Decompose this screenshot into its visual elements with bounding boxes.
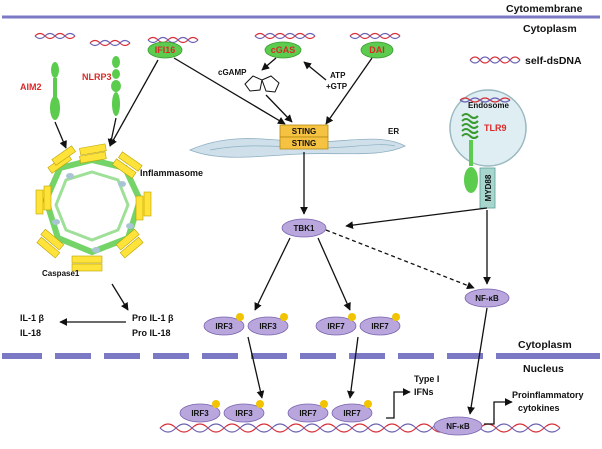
myd88-label: MYD88 <box>484 174 493 201</box>
dai-label: DAI <box>369 45 385 55</box>
arrow-cgas-to-cgamp <box>261 57 277 71</box>
tlr9-label: TLR9 <box>484 123 507 133</box>
pro-il1b-label: Pro IL-1 β <box>132 313 174 323</box>
nfkb-label-cytoplasm: NF-κB <box>475 294 499 303</box>
irf3-dimer-cytoplasm <box>203 313 289 336</box>
sting-dimer <box>279 124 329 150</box>
dai-node <box>360 41 394 59</box>
arrow-tbk1-to-irf7 <box>317 237 351 311</box>
arrow-nfkb-to-nucleus <box>467 307 488 415</box>
nlrp3-receptor <box>111 56 121 116</box>
arrow-ifi16-to-sting <box>173 57 286 125</box>
type1-ifns-label-line1: Type I <box>414 374 439 384</box>
cgas-node <box>264 41 302 59</box>
inflammasome-complex <box>35 143 152 272</box>
irf3-label-c1: IRF3 <box>215 322 233 331</box>
legend-dsdna-icon <box>469 56 521 64</box>
type1-ifns-label-line2: IFNs <box>414 387 434 397</box>
cytoplasm-label-top: Cytoplasm <box>523 23 577 35</box>
dai-dsdna <box>349 32 401 40</box>
arrow-irf3-to-nucleus <box>247 336 265 399</box>
irf7-label-c1: IRF7 <box>327 322 345 331</box>
nfkb-node-nucleus <box>433 416 483 436</box>
tlr9-receptor <box>461 113 479 193</box>
er-label: ER <box>388 127 399 136</box>
aim2-dsdna <box>34 32 76 40</box>
nuclear-membrane <box>2 353 600 359</box>
nlrp3-label: NLRP3 <box>82 72 112 82</box>
arrow-transcription-ifns <box>386 388 411 419</box>
cgamp-label: cGAMP <box>218 68 247 77</box>
cgas-dsdna <box>254 32 316 40</box>
arrow-inflammasome-to-pro-il <box>111 283 129 311</box>
irf3-label-c2: IRF3 <box>259 322 277 331</box>
tbk1-node <box>281 218 327 238</box>
proinflammatory-label-line1: Proinflammatory <box>512 390 584 400</box>
irf7-label-n1: IRF7 <box>299 409 317 418</box>
proinflammatory-label-line2: cytokines <box>518 403 560 413</box>
nfkb-label-nucleus: NF-κB <box>446 422 470 431</box>
sting-label-top: STING <box>292 127 316 136</box>
nucleus-label: Nucleus <box>523 363 564 375</box>
irf7-dimer-cytoplasm <box>315 313 401 336</box>
sting-label-bottom: STING <box>292 139 316 148</box>
arrow-myd88-to-tbk1 <box>345 207 488 229</box>
cgamp-molecule-icon <box>244 75 280 93</box>
arrow-aim2-to-inflammasome <box>54 121 67 149</box>
arrow-tbk1-to-nfkb-dashed <box>325 229 475 290</box>
endosome-label: Endosome <box>468 101 509 110</box>
cgas-label: cGAS <box>271 45 296 55</box>
arrow-tbk1-to-irf3 <box>254 237 291 311</box>
irf3-label-n2: IRF3 <box>235 409 253 418</box>
ifi16-dsdna <box>147 36 199 44</box>
aim2-receptor <box>50 62 60 120</box>
nfkb-node-cytoplasm <box>464 288 510 308</box>
arrow-transcription-cytokines <box>484 398 513 425</box>
irf7-label-n2: IRF7 <box>343 409 361 418</box>
ifi16-label: IFI16 <box>155 45 176 55</box>
irf3-label-n1: IRF3 <box>191 409 209 418</box>
pro-il18-label: Pro IL-18 <box>132 328 171 338</box>
arrow-dai-to-sting <box>325 57 373 125</box>
irf3-dimer-nucleus <box>179 400 265 423</box>
irf7-dimer-nucleus <box>287 400 373 423</box>
caspase1-label: Caspase1 <box>42 269 80 278</box>
arrow-cgamp-to-sting <box>265 94 293 123</box>
arrow-atp-gtp-to-cgas <box>303 61 327 81</box>
endosome-dsdna <box>459 97 511 103</box>
il18-label: IL-18 <box>20 328 41 338</box>
nuclear-dna-strand <box>159 423 561 433</box>
aim2-label: AIM2 <box>20 82 42 92</box>
gtp-label: +GTP <box>326 82 348 91</box>
arrow-irf7-to-nucleus <box>347 336 359 399</box>
inflammasome-label: Inflammasome <box>140 168 203 178</box>
ifi16-node <box>147 41 183 59</box>
irf7-label-c2: IRF7 <box>371 322 389 331</box>
cytomembrane-label: Cytomembrane <box>506 3 583 15</box>
myd88-adaptor <box>479 167 496 209</box>
legend-self-dsdna-label: self-dsDNA <box>525 55 582 67</box>
arrow-ifi16-to-inflammasome <box>109 59 159 147</box>
atp-label: ATP <box>330 71 346 80</box>
il1b-label: IL-1 β <box>20 313 45 323</box>
nlrp3-dsdna <box>89 39 131 47</box>
tbk1-label: TBK1 <box>294 224 315 233</box>
cytoplasm-label-bottom: Cytoplasm <box>518 339 572 351</box>
